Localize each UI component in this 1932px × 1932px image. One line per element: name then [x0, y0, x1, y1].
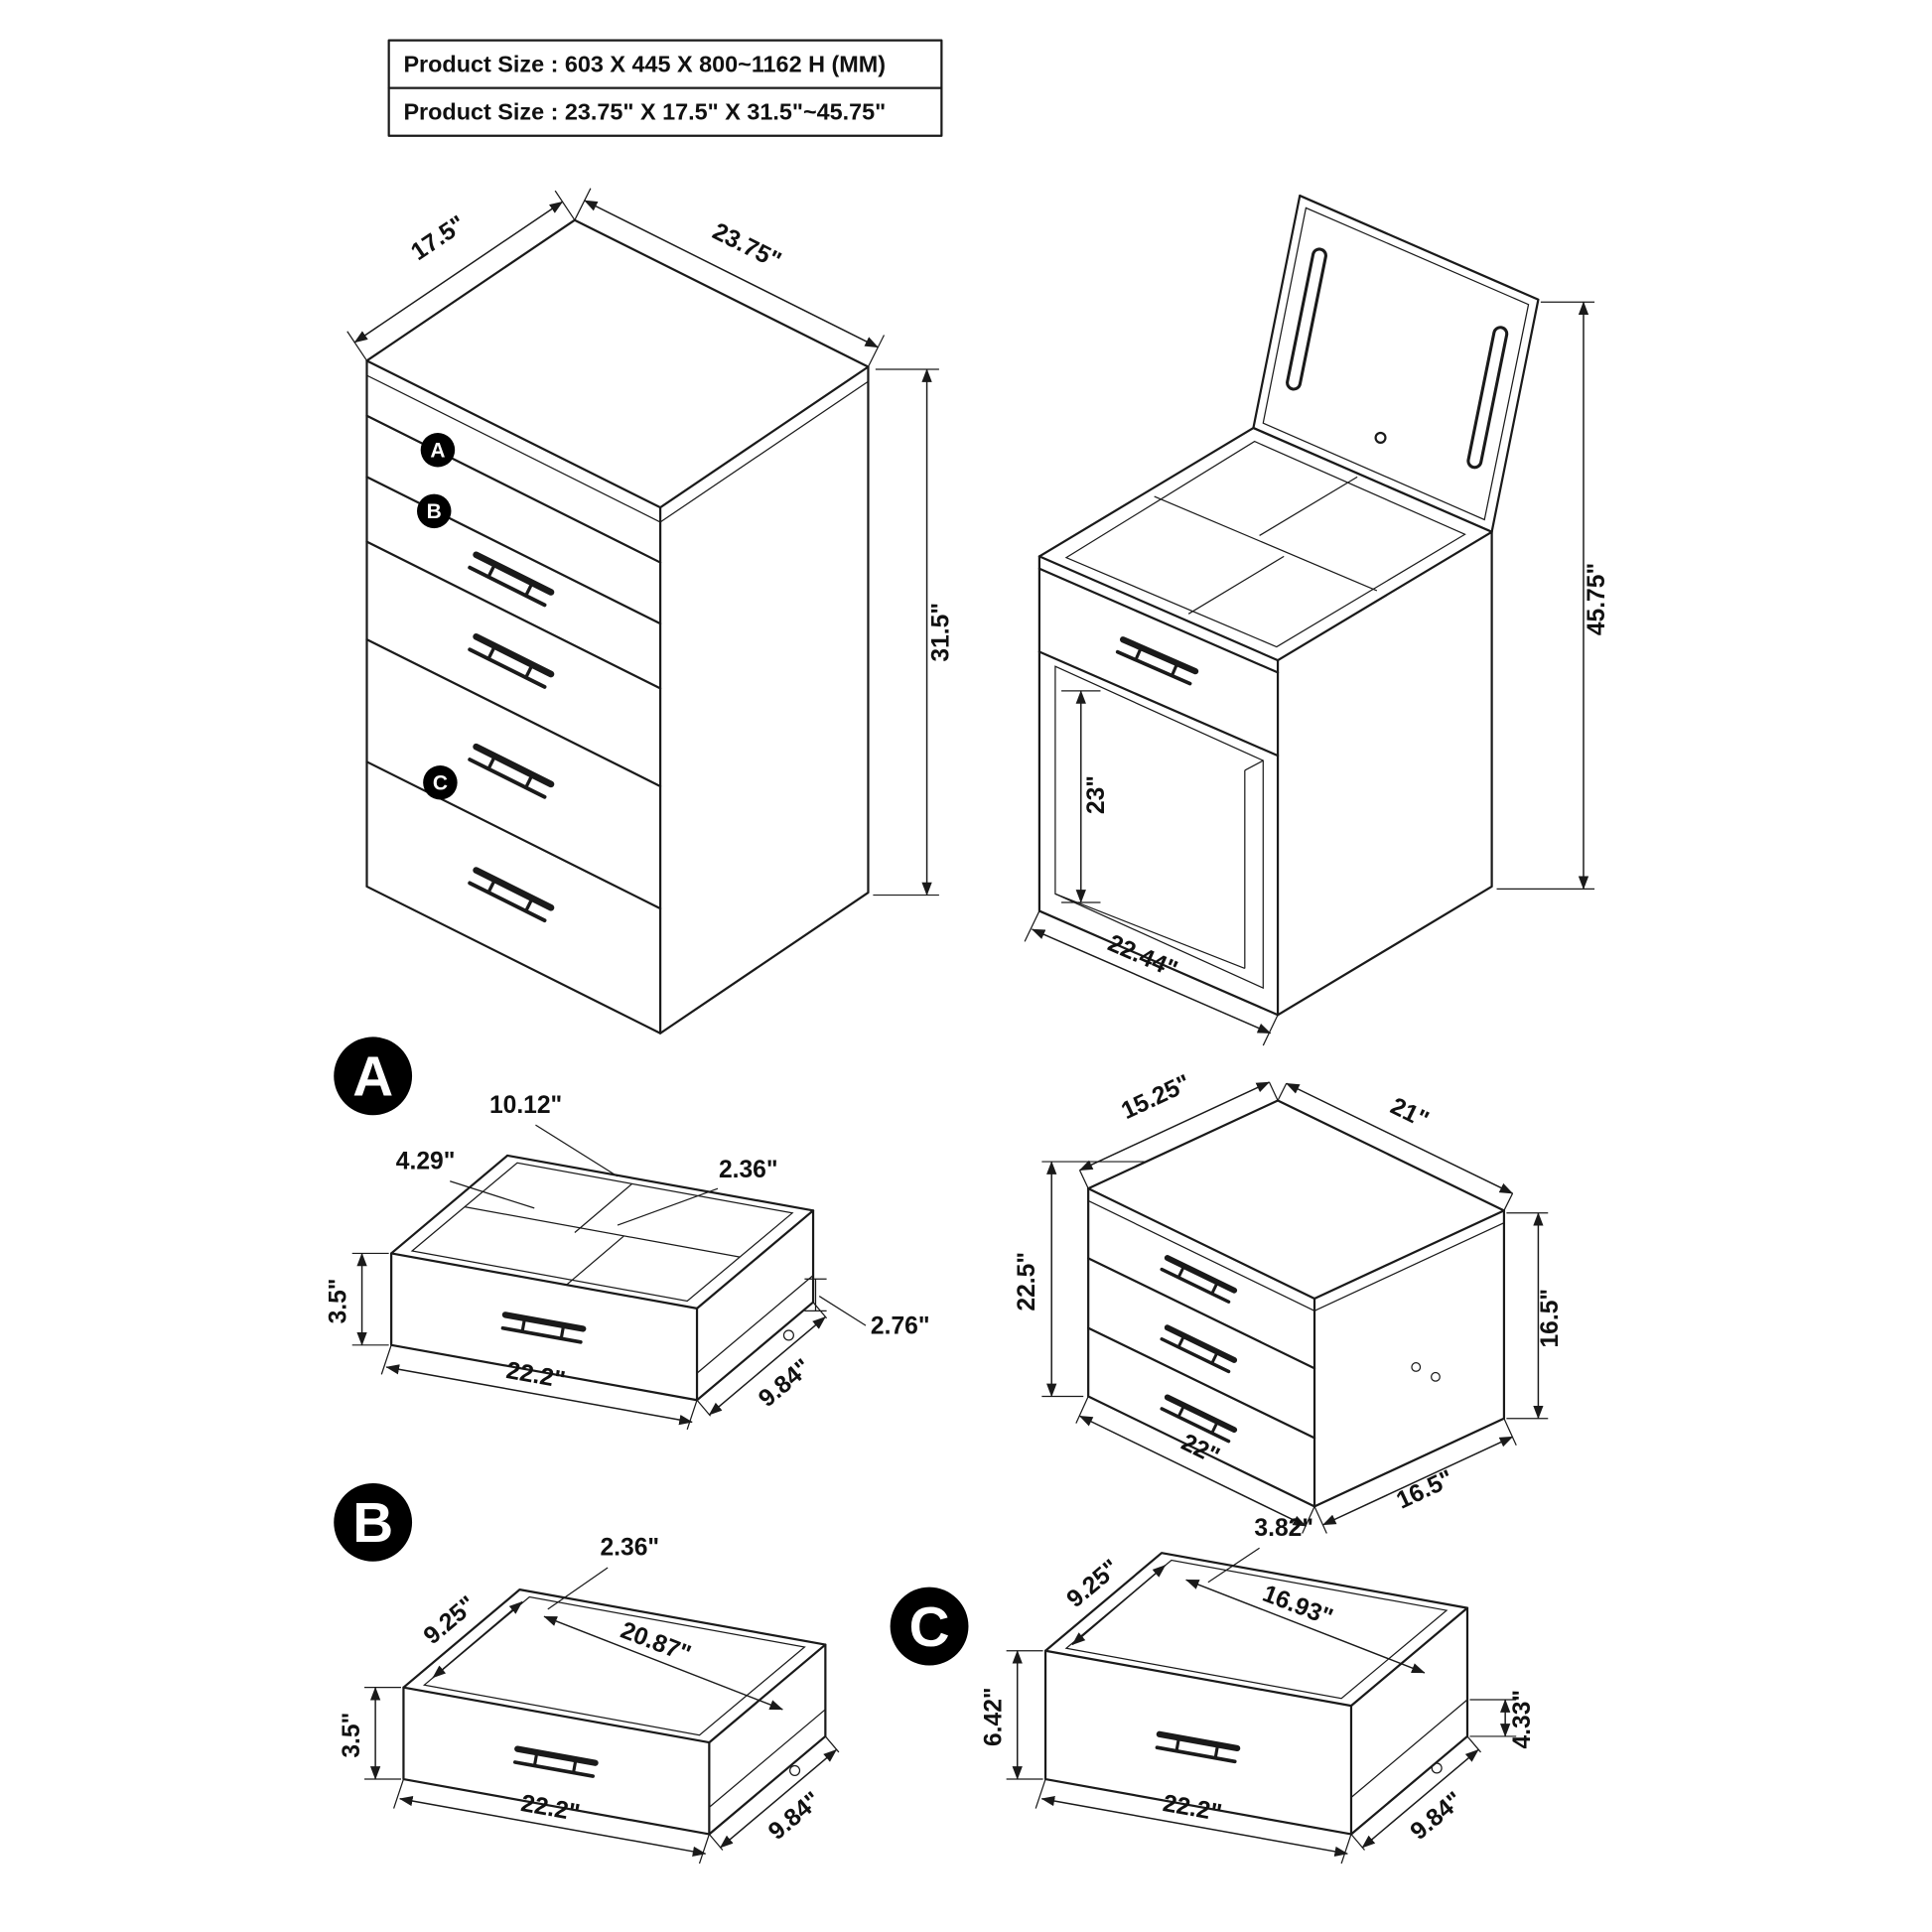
drawer-a-outline: [390, 1154, 815, 1402]
base-unit-figure: 15.25" 21" 22.5" 16.5" 22" 16.5": [1014, 1070, 1564, 1534]
dim-vanity-open-height: 45.75": [1584, 563, 1610, 635]
section-a-letter: A: [352, 1046, 393, 1109]
marker-b-badge: [416, 493, 452, 529]
dim-c-rail: 4.33": [1509, 1690, 1536, 1749]
drawer-b-outline: [402, 1588, 827, 1836]
dim-a-divider: 2.36": [719, 1157, 778, 1183]
slide-screw-icon: [1411, 1362, 1422, 1372]
chest-figure: A B C 17.5" 23.75" 31.5": [346, 188, 955, 1035]
dim-b-depth: 9.84": [763, 1787, 826, 1846]
dim-c-depth: 9.84": [1406, 1787, 1468, 1846]
drawer-b-figure: B 2.36" 9.25" 20.87" 3.5" 22.2" 9.84": [334, 1482, 840, 1864]
spec-header: Product Size : 603 X 445 X 800~1162 H (M…: [387, 39, 943, 137]
dim-a-front-height: 3.5": [326, 1279, 352, 1324]
slide-screw-icon: [789, 1764, 801, 1776]
dim-c-front-height: 6.42": [981, 1687, 1008, 1746]
dim-base-bottom-depth: 16.5": [1393, 1465, 1457, 1515]
marker-a-letter: A: [430, 440, 445, 463]
drawer-a-figure: A 10.12" 4.29" 2.36" 3.5" 22.2" 9.84": [326, 1036, 930, 1430]
drawer-c-outline: [1043, 1552, 1469, 1836]
dim-a-depth: 9.84": [754, 1354, 816, 1413]
marker-c-letter: C: [433, 772, 448, 795]
section-b-badge: [334, 1482, 413, 1562]
dim-chest-width: 23.75": [708, 218, 785, 275]
slide-screw-icon: [782, 1329, 794, 1341]
vanity-figure: 23" 22.44" 45.75": [1024, 194, 1610, 1046]
slide-screw-icon: [1431, 1762, 1443, 1774]
section-c-badge: [890, 1587, 969, 1666]
dim-b-front-height: 3.5": [339, 1713, 365, 1758]
spec-text-mm: Product Size : 603 X 445 X 800~1162 H (M…: [403, 52, 886, 77]
drawer-c-figure: C 3.82" 9.25" 16.93" 6.42" 22.2" 9.84" 4…: [890, 1515, 1536, 1864]
dim-c-thickness: 3.82": [1254, 1515, 1313, 1542]
dim-base-back-height: 22.5": [1014, 1252, 1040, 1311]
spec-box-inch: [387, 86, 943, 137]
tray-rim: [1064, 440, 1466, 648]
slide-screw-icon: [1431, 1371, 1441, 1382]
marker-a-badge: [420, 433, 456, 468]
touch-button-icon: [1374, 431, 1387, 444]
section-b-letter: B: [352, 1492, 393, 1555]
dim-a-compartment-small: 4.29": [396, 1148, 456, 1174]
spec-box-mm: [387, 39, 943, 89]
section-c-letter: C: [909, 1596, 950, 1659]
marker-c-badge: [423, 765, 458, 800]
marker-b-letter: B: [427, 500, 442, 523]
drawer-a-inner-rim: [410, 1162, 794, 1303]
dim-chest-height: 31.5": [928, 603, 955, 662]
dim-base-top-width: 21": [1386, 1093, 1433, 1134]
spec-text-inch: Product Size : 23.75" X 17.5" X 31.5"~45…: [403, 99, 886, 125]
dim-base-top-depth: 15.25": [1118, 1070, 1195, 1125]
section-a-badge: [334, 1036, 413, 1116]
base-unit-outline: [1087, 1099, 1506, 1508]
dim-knee-clearance: 23": [1083, 775, 1110, 814]
dim-base-side-height: 16.5": [1537, 1289, 1564, 1348]
chest-outline: [365, 218, 870, 1035]
dim-a-rail: 2.76": [871, 1313, 930, 1340]
dim-a-compartment-width: 10.12": [489, 1092, 562, 1119]
dim-b-thickness: 2.36": [600, 1535, 659, 1562]
dim-chest-depth: 17.5": [406, 210, 471, 266]
